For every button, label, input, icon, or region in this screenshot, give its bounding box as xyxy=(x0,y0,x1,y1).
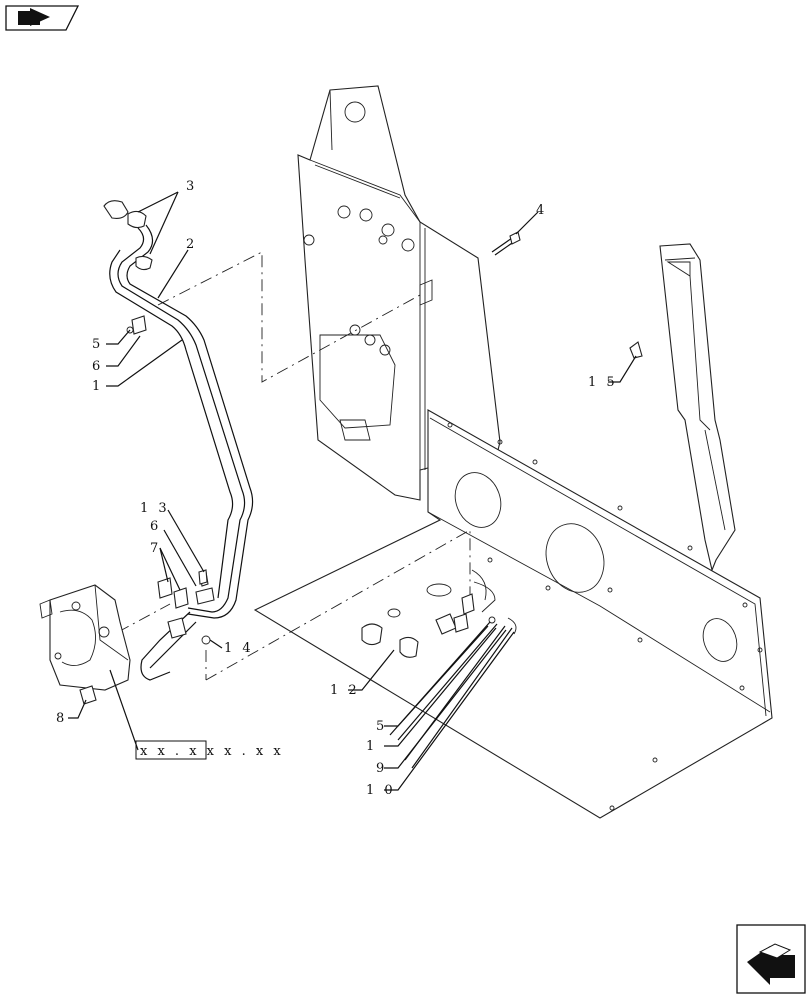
floor-tray xyxy=(253,409,773,819)
callout-5-top: 5 xyxy=(92,337,103,352)
alignment-lines xyxy=(117,251,471,681)
previous-page-icon[interactable] xyxy=(5,5,80,31)
callout-1-top: 1 xyxy=(92,379,103,394)
callout-4: 4 xyxy=(536,203,547,218)
callout-15: 1 5 xyxy=(588,375,618,390)
floor-fittings xyxy=(361,581,517,769)
callout-6-mid: 6 xyxy=(150,519,161,534)
callout-14: 1 4 xyxy=(224,641,254,656)
callout-13: 1 3 xyxy=(140,501,170,516)
valve-block xyxy=(39,584,131,705)
callout-9: 9 xyxy=(376,761,387,776)
callout-1-bottom: 1 xyxy=(366,739,377,754)
callout-7: 7 xyxy=(150,541,161,556)
leader-lines xyxy=(68,191,637,791)
next-page-icon[interactable] xyxy=(736,924,806,994)
bulkhead-panel xyxy=(297,85,501,501)
clip-15 xyxy=(629,341,643,359)
callout-12: 1 2 xyxy=(330,683,360,698)
reference-box xyxy=(135,740,207,760)
callout-5-bottom: 5 xyxy=(376,719,387,734)
reference-code: x x . x x x . x x xyxy=(140,744,284,759)
callout-8: 8 xyxy=(56,711,67,726)
hydraulic-tubes xyxy=(103,200,254,681)
callout-6-top: 6 xyxy=(92,359,103,374)
callout-10: 1 0 xyxy=(366,783,396,798)
callout-2: 2 xyxy=(186,237,197,252)
callout-3: 3 xyxy=(186,179,197,194)
side-strip xyxy=(659,243,736,572)
bolt-13 xyxy=(198,569,208,585)
bolt-4 xyxy=(491,231,521,256)
